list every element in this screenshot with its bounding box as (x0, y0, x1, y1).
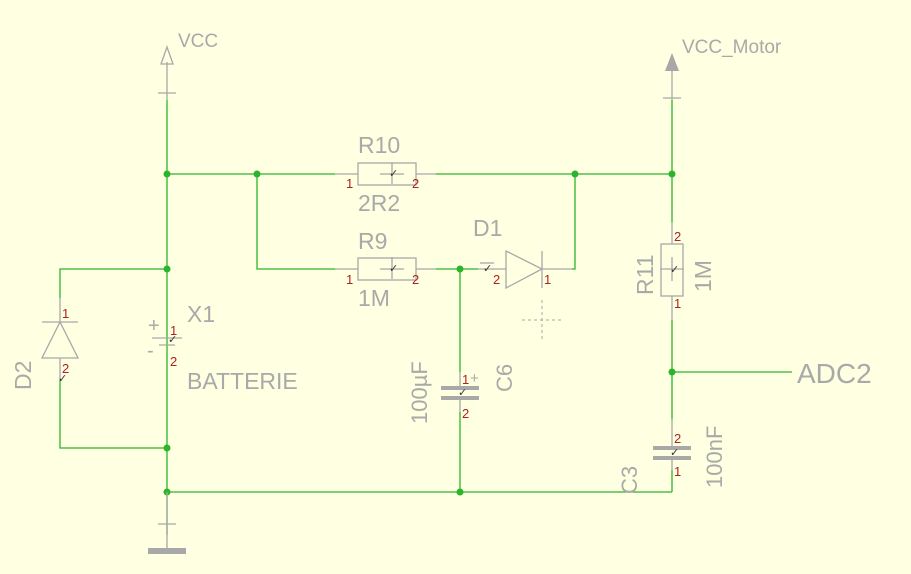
r9-body (357, 257, 417, 281)
junction-dot (571, 170, 579, 178)
vcc-label: VCC (178, 31, 218, 52)
r9-value: 1M (358, 285, 390, 311)
d1-name: D1 (473, 215, 502, 241)
c6-value: 100µF (407, 361, 432, 424)
resistor-r10[interactable]: ✓ 1 2 R10 2R2 (335, 132, 436, 216)
c3-pin1-number: 1 (674, 464, 681, 479)
wire-d2-loop[interactable] (59, 268, 167, 449)
x1-plates (152, 337, 182, 346)
junction-dot (456, 488, 464, 496)
crosshair-cursor-icon (522, 300, 562, 340)
r10-origin-cross (380, 162, 404, 184)
d1-pin1-number: 1 (544, 272, 551, 287)
r10-pin1-number: 1 (346, 176, 353, 191)
wire-r9-loop[interactable] (256, 174, 335, 270)
resistor-r11[interactable]: ✓ 2 1 R11 1M (632, 222, 716, 320)
junctions (163, 170, 676, 496)
d2-triangle-icon (40, 320, 80, 359)
ground-bar-icon (148, 548, 186, 554)
c3-origin-mark: ✓ (670, 447, 679, 459)
junction-dot (668, 170, 676, 178)
c6-plate-bottom (441, 396, 479, 400)
junction-dot (668, 368, 676, 376)
c3-pin2-number: 2 (674, 431, 681, 446)
c6-pin1-number: 1 (462, 372, 469, 387)
c3-value: 100nF (702, 426, 727, 488)
c3-plate-bottom (653, 456, 691, 460)
c6-plus: + (470, 370, 479, 387)
d2-name: D2 (10, 361, 36, 390)
diode-d1[interactable]: ✓ 2 1 D1 (473, 215, 572, 290)
vcc-motor-arrow-icon (665, 53, 679, 71)
junction-dot (163, 444, 171, 452)
r11-origin-mark: ✓ (670, 264, 679, 276)
vcc-supply[interactable]: VCC (158, 31, 218, 100)
r11-name: R11 (632, 255, 658, 296)
r10-name: R10 (358, 132, 400, 158)
vcc-stub (158, 62, 176, 100)
r11-value: 1M (690, 260, 716, 292)
r11-body (660, 243, 684, 297)
junction-dot (163, 170, 171, 178)
c6-name: C6 (492, 364, 517, 392)
junction-dot (456, 265, 464, 273)
x1-pin2-number: 2 (170, 354, 177, 369)
r9-name: R9 (358, 228, 387, 254)
r10-body (357, 162, 417, 186)
r11-pin2-number: 2 (674, 229, 681, 244)
diode-d2[interactable]: ✓ 1 2 D2 (10, 298, 80, 390)
ground-symbol[interactable] (148, 492, 186, 554)
c6-origin-mark: ✓ (458, 387, 467, 399)
c3-name: C3 (617, 466, 642, 494)
resistor-r9[interactable]: ✓ 1 2 R9 1M (335, 228, 436, 311)
d1-pin2-number: 2 (493, 272, 500, 287)
vcc-motor-label: VCC_Motor (682, 37, 782, 58)
c6-plate-top (441, 386, 479, 390)
c3-plate-top (653, 446, 691, 450)
wire-d1-to-bus[interactable] (572, 174, 576, 270)
vcc-motor-supply[interactable]: VCC_Motor (663, 37, 782, 100)
x1-origin-mark: ✓ (168, 334, 177, 346)
r9-pin2-number: 2 (412, 272, 419, 287)
capacitor-c3[interactable]: ✓ 2 1 C3 100nF (617, 419, 727, 494)
ground-stub (158, 492, 176, 548)
x1-value: BATTERIE (187, 368, 298, 394)
vcc-motor-stub (663, 70, 681, 100)
x1-name: X1 (187, 301, 215, 327)
adc2-net-label[interactable]: ADC2 (797, 358, 872, 389)
junction-dot (163, 265, 171, 273)
r9-origin-cross (380, 257, 404, 279)
d2-pin2-number: 2 (62, 361, 69, 376)
d1-triangle-icon (505, 249, 544, 290)
x1-minus: - (147, 340, 154, 362)
x1-plus: + (148, 315, 160, 337)
capacitor-c6[interactable]: ✓ 1 2 + C6 100µF (407, 361, 517, 424)
wires (59, 100, 792, 535)
d2-origin-mark: ✓ (58, 373, 67, 385)
battery-x1[interactable]: + - ✓ 1 2 X1 BATTERIE (147, 301, 298, 394)
r11-origin-cross (660, 257, 684, 281)
junction-dot (253, 170, 261, 178)
d2-pin1-number: 1 (62, 306, 69, 321)
r10-origin-mark: ✓ (389, 168, 398, 180)
r11-pin1-number: 1 (674, 296, 681, 311)
d1-origin-mark: ✓ (483, 263, 492, 275)
r10-pin2-number: 2 (412, 176, 419, 191)
vcc-arrow-icon (160, 45, 174, 65)
c6-pin2-number: 2 (462, 406, 469, 421)
r10-value: 2R2 (358, 190, 400, 216)
r9-pin1-number: 1 (346, 272, 353, 287)
r9-origin-mark: ✓ (389, 263, 398, 275)
x1-pin1-number: 1 (170, 323, 177, 338)
